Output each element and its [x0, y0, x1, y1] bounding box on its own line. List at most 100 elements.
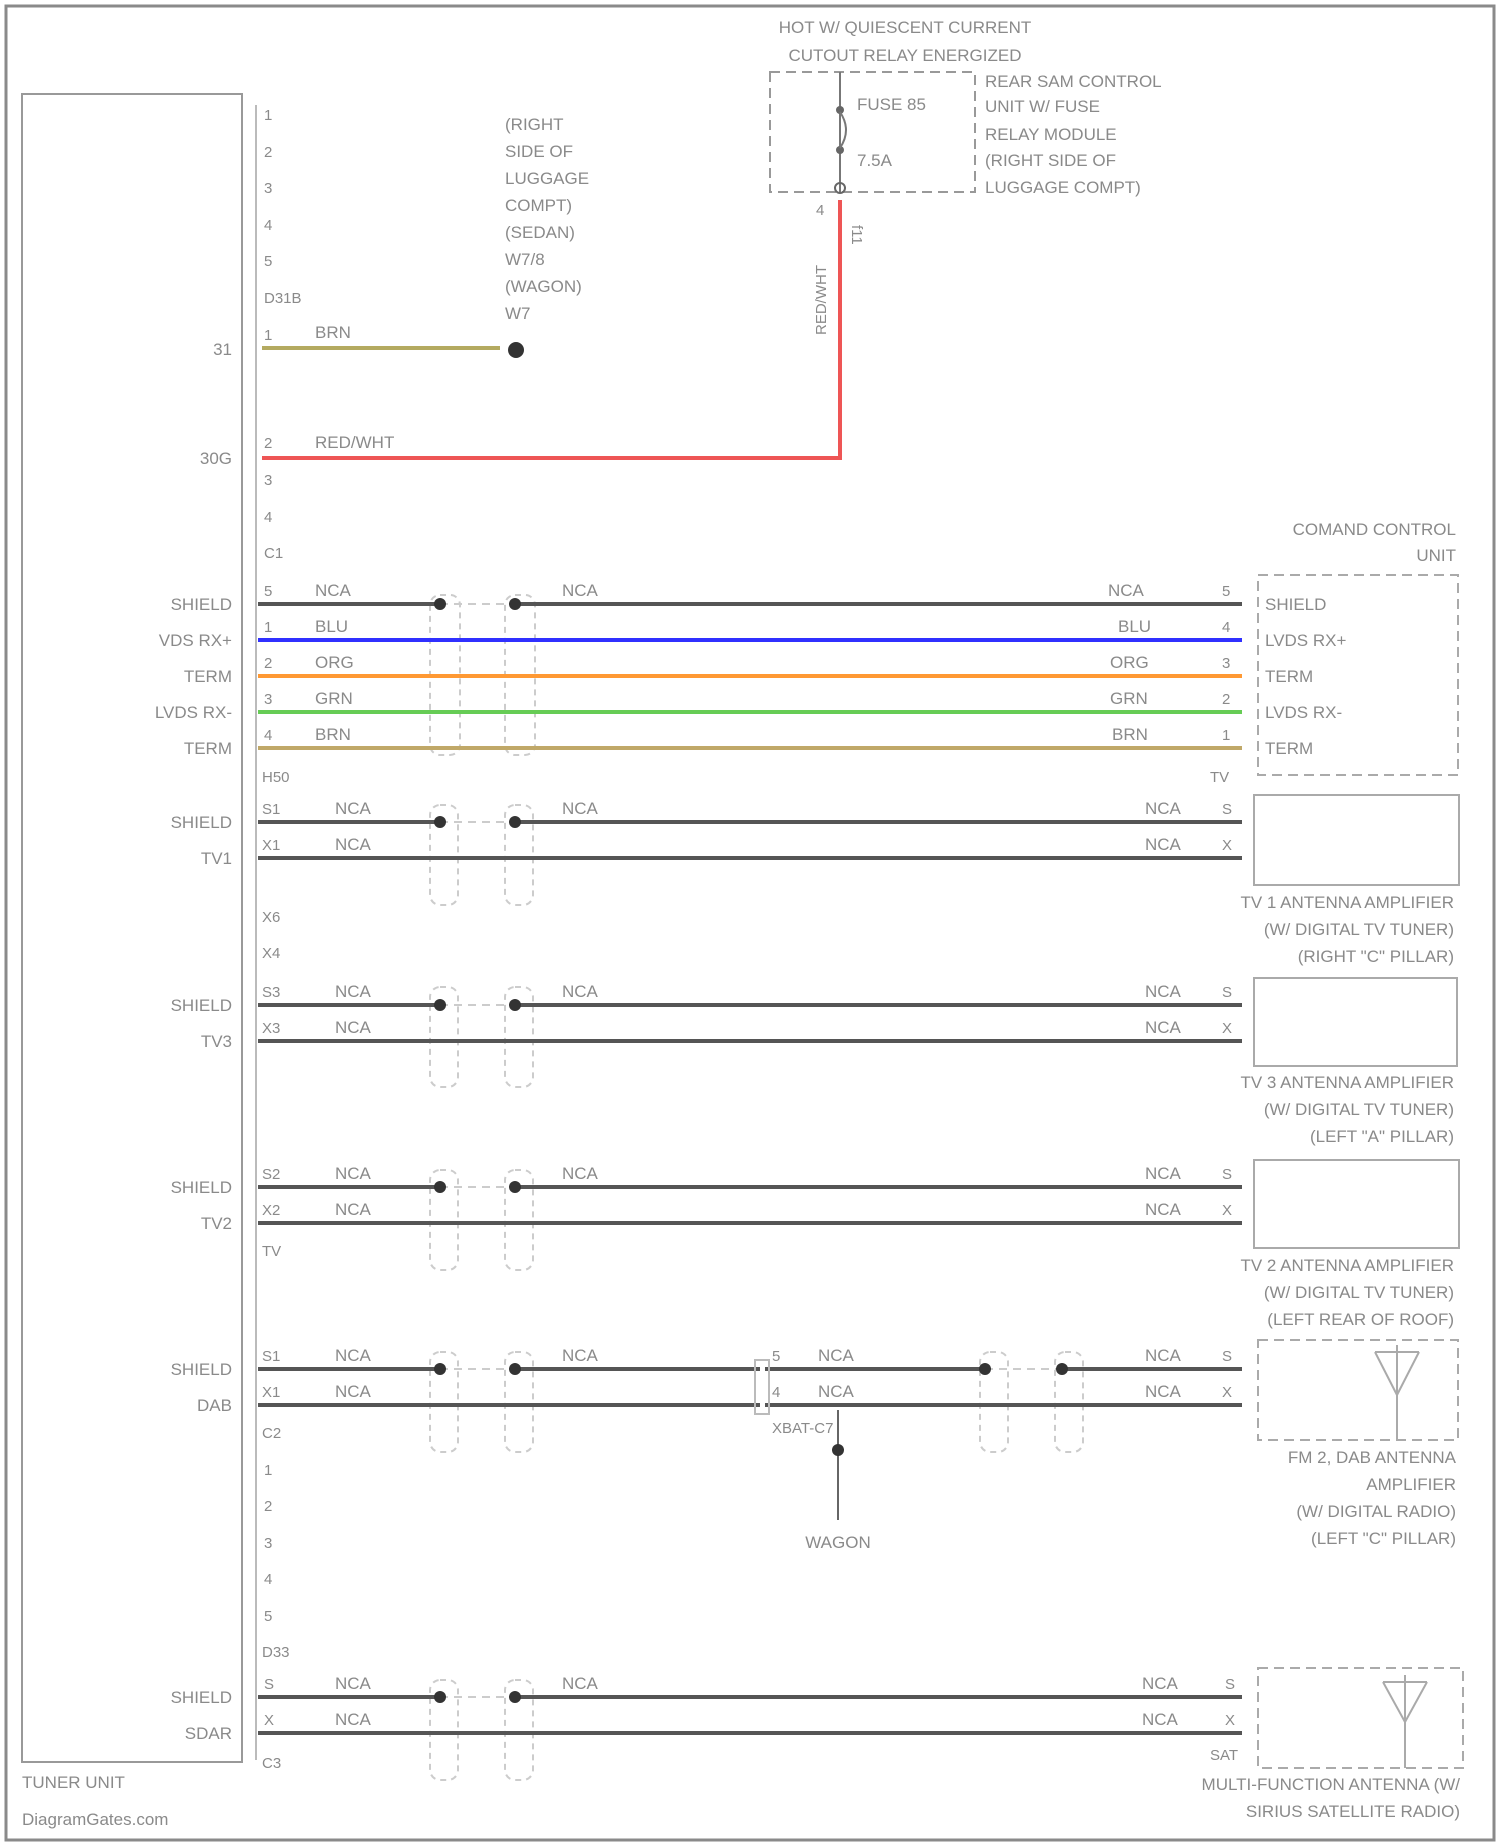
tv3-color-right-2: NCA — [1145, 1018, 1182, 1037]
lvds-color-left: NCA — [315, 581, 352, 600]
dab-pin-left-2: X1 — [262, 1384, 280, 1401]
tuner-c2-pin-1: 1 — [264, 1462, 272, 1479]
sdar-color-left-2: NCA — [335, 1710, 372, 1729]
tv2-pin-right-2: X — [1222, 1202, 1232, 1219]
tv3-row-tv-name: TV3 — [201, 1032, 232, 1051]
tuner-top-pin-4: 4 — [264, 217, 272, 234]
sdar-antenna-icon — [1383, 1675, 1427, 1768]
lvds-signal-name: TERM — [184, 667, 232, 686]
tuner-conn-c1: C1 — [264, 545, 283, 562]
ground-label-4: COMPT) — [505, 196, 572, 215]
tv3-pin-left-1: S3 — [262, 984, 280, 1001]
tuner-conn-x6: X6 — [262, 909, 280, 926]
tv1-pin-left-2: X1 — [262, 837, 280, 854]
lvds-terminal-name: SHIELD — [1265, 595, 1326, 614]
dab-label-2: AMPLIFIER — [1366, 1475, 1456, 1494]
tv3-label-1: TV 3 ANTENNA AMPLIFIER — [1240, 1073, 1454, 1092]
tuner-pin1: 1 — [264, 327, 272, 344]
lvds-terminal-name: LVDS RX- — [1265, 703, 1342, 722]
dab-label-1: FM 2, DAB ANTENNA — [1288, 1448, 1457, 1467]
sdar-mid-color: NCA — [562, 1674, 599, 1693]
lvds-signal-name: VDS RX+ — [159, 631, 232, 650]
lvds-color-right: BRN — [1112, 725, 1148, 744]
fuse-wire-color: RED/WHT — [813, 265, 830, 335]
tv1-pin-right-2: X — [1222, 837, 1232, 854]
dab-mid-color: NCA — [562, 1346, 599, 1365]
tv2-mid-color: NCA — [562, 1164, 599, 1183]
lvds-pin-right: 1 — [1222, 727, 1230, 744]
command-unit-label-2: UNIT — [1416, 546, 1456, 565]
tv3-color-left-1: NCA — [335, 982, 372, 1001]
tv3-color-left-2: NCA — [335, 1018, 372, 1037]
lvds-pin-right: 2 — [1222, 691, 1230, 708]
tv2-row-shield-name: SHIELD — [171, 1178, 232, 1197]
tuner-c2-pin-2: 2 — [264, 1498, 272, 1515]
ground-label-7: (WAGON) — [505, 277, 582, 296]
dab-mid-pin-1: 5 — [772, 1348, 780, 1365]
lvds-row-term-2: TERM 4 BRN BRN 1 TERM — [184, 725, 1313, 758]
tuner-conn-d33: D33 — [262, 1644, 290, 1661]
dab-color-right-1: NCA — [1145, 1346, 1182, 1365]
dab-color-right-2: NCA — [1145, 1382, 1182, 1401]
lvds-pin-left: 1 — [264, 619, 272, 636]
sdar-group: SHIELD SDAR S X NCA NCA NCA NCA NCA S X … — [171, 1668, 1463, 1821]
tv2-color-right-2: NCA — [1145, 1200, 1182, 1219]
tuner-top-pin-1: 1 — [264, 107, 272, 124]
sdar-label-2: SIRIUS SATELLITE RADIO) — [1246, 1802, 1460, 1821]
lvds-terminal-name: TERM — [1265, 667, 1313, 686]
lvds-pin-right: 5 — [1222, 583, 1230, 600]
sdar-row-sdar-name: SDAR — [185, 1724, 232, 1743]
tuner-conn-top: D31B — [264, 290, 302, 307]
tuner-conn-h50: H50 — [262, 769, 290, 786]
sdar-pin-right-1: S — [1225, 1676, 1235, 1693]
lvds-terminal-name: LVDS RX+ — [1265, 631, 1346, 650]
tuner-conn-x4: X4 — [262, 945, 280, 962]
lvds-color-left: GRN — [315, 689, 353, 708]
lvds-signal-name: SHIELD — [171, 595, 232, 614]
lvds-color-right: BLU — [1118, 617, 1151, 636]
lvds-terminal-name: TERM — [1265, 739, 1313, 758]
ground-label-6: W7/8 — [505, 250, 545, 269]
tv1-label-2: (W/ DIGITAL TV TUNER) — [1264, 920, 1454, 939]
sdar-antenna-box — [1258, 1668, 1463, 1768]
dab-row-shield-name: SHIELD — [171, 1360, 232, 1379]
tuner-top-pin-5: 5 — [264, 253, 272, 270]
lvds-signal-name: LVDS RX- — [155, 703, 232, 722]
lvds-row-vds-rx-plus: VDS RX+ 1 BLU BLU 4 LVDS RX+ — [159, 617, 1347, 650]
tv2-pin-left-1: S2 — [262, 1166, 280, 1183]
lvds-color-left: BLU — [315, 617, 348, 636]
fuse-module-label-3: RELAY MODULE — [985, 125, 1117, 144]
tuner-unit-box — [22, 94, 242, 1762]
tv1-mid-color: NCA — [562, 799, 599, 818]
tv2-color-left-2: NCA — [335, 1200, 372, 1219]
dab-mid-connector: XBAT-C7 — [772, 1420, 833, 1437]
lvds-color-right: GRN — [1110, 689, 1148, 708]
tuner-conn-c2: C2 — [262, 1425, 281, 1442]
sdar-row-shield-name: SHIELD — [171, 1688, 232, 1707]
tv1-row-tv-name: TV1 — [201, 849, 232, 868]
tuner-pin-c1-3: 3 — [264, 472, 272, 489]
ground-label-2: SIDE OF — [505, 142, 573, 161]
tuner-pin-31: 31 — [213, 340, 232, 359]
lvds-pin-left: 4 — [264, 727, 272, 744]
sdar-pin-right-2: X — [1225, 1712, 1235, 1729]
wagon-lead-dot — [832, 1444, 844, 1456]
dab-color-left-1: NCA — [335, 1346, 372, 1365]
dab-amplifier-box — [1258, 1340, 1458, 1440]
lvds-pin-left: 2 — [264, 655, 272, 672]
tv1-amplifier-box — [1254, 795, 1459, 885]
lvds-color-right: NCA — [1108, 581, 1145, 600]
fuse-module-box — [770, 72, 975, 192]
lvds-pin-right: 4 — [1222, 619, 1230, 636]
lvds-pin-left: 5 — [264, 583, 272, 600]
tv2-pin-right-1: S — [1222, 1166, 1232, 1183]
tuner-conn-tv: TV — [262, 1243, 281, 1260]
tuner-top-pin-2: 2 — [264, 144, 272, 161]
hot-note-line2: CUTOUT RELAY ENERGIZED — [788, 46, 1021, 65]
tv1-color-left-2: NCA — [335, 835, 372, 854]
sdar-color-left-1: NCA — [335, 1674, 372, 1693]
ground-label-8: W7 — [505, 304, 531, 323]
sdar-pin-left-2: X — [264, 1712, 274, 1729]
lvds-signal-name: TERM — [184, 739, 232, 758]
tuner-pin-c1-4: 4 — [264, 509, 272, 526]
